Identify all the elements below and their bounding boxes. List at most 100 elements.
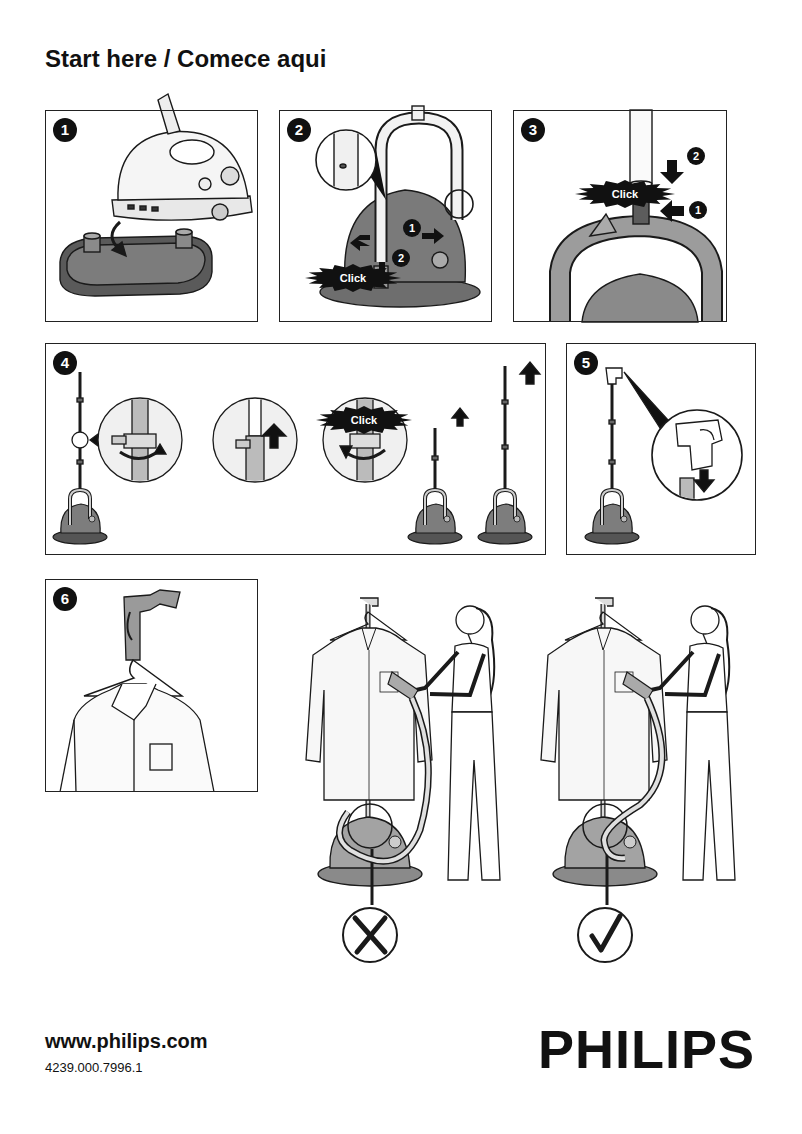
website: www.philips.com bbox=[45, 1030, 208, 1053]
telescopic-pole-step4-part bbox=[90, 434, 98, 446]
hanger-hook-step5-part bbox=[585, 490, 639, 544]
pole-insert-step3-part bbox=[560, 226, 712, 322]
stand-handle-step2-part-part bbox=[334, 126, 358, 196]
step-number: 4 bbox=[53, 351, 77, 375]
hanger-hook-step5-part-part bbox=[694, 470, 714, 492]
telescopic-pole-step4-part-part bbox=[249, 396, 261, 436]
telescopic-pole-step4-part-part bbox=[154, 444, 166, 454]
stand-handle-step2-part bbox=[422, 228, 444, 244]
tray-and-steamer-step1-part bbox=[221, 167, 239, 185]
click-label: Click bbox=[315, 414, 413, 426]
page-title: Start here / Comece aqui bbox=[45, 45, 326, 73]
click-burst: Click bbox=[304, 263, 402, 293]
telescopic-pole-step4-part-part bbox=[350, 434, 380, 448]
hanger-hook-step5-part-part bbox=[680, 478, 694, 508]
order-number: 1 bbox=[689, 201, 707, 219]
order-number-text: 2 bbox=[392, 249, 410, 267]
pole-insert-step3-part bbox=[560, 226, 712, 322]
shirt-on-hanger-step6-part bbox=[127, 612, 132, 640]
hanger-hook-step5-part bbox=[652, 410, 742, 500]
hose-wrong bbox=[339, 698, 428, 952]
telescopic-pole-step4-part-part bbox=[340, 446, 352, 458]
shirt-on-hanger-step6-part bbox=[124, 590, 180, 660]
tray-and-steamer-step1-part bbox=[199, 178, 211, 190]
telescopic-pole-step4-part-part bbox=[236, 440, 250, 448]
telescopic-pole-step4 bbox=[53, 362, 540, 544]
document-code: 4239.000.7996.1 bbox=[45, 1060, 143, 1075]
order-number-text: 2 bbox=[687, 147, 705, 165]
shirt-on-hanger-step6-part bbox=[112, 684, 156, 720]
hose-correct-part bbox=[604, 698, 662, 858]
step-number: 5 bbox=[574, 351, 598, 375]
hanger-hook-step5-part bbox=[611, 380, 614, 490]
telescopic-pole-step4-part bbox=[502, 445, 508, 449]
hose-wrong-part bbox=[355, 918, 385, 952]
burst-outline bbox=[316, 406, 412, 434]
order-number-text: 1 bbox=[403, 219, 421, 237]
hose-wrong-part bbox=[339, 698, 428, 861]
telescopic-pole-step4-part bbox=[72, 432, 88, 448]
step-number: 1 bbox=[53, 118, 77, 142]
order-number-text: 1 bbox=[689, 201, 707, 219]
tray-and-steamer-step1-part bbox=[128, 205, 134, 209]
step-panel: 2Click 1 2 bbox=[279, 110, 492, 322]
hanger-hook-step5-part-part bbox=[676, 420, 722, 470]
shirt-on-hanger-step6-part bbox=[150, 744, 172, 770]
hanger-hook-step5-part bbox=[606, 368, 622, 384]
telescopic-pole-step4-part bbox=[79, 372, 82, 490]
telescopic-pole-step4-part bbox=[504, 366, 507, 490]
telescopic-pole-step4-part-part bbox=[262, 424, 286, 448]
stand-handle-step2-part-part bbox=[340, 164, 346, 168]
click-label: Click bbox=[304, 272, 402, 284]
pole-insert-step3 bbox=[560, 110, 712, 322]
telescopic-pole-step4-part bbox=[502, 400, 508, 404]
tray-and-steamer-step1-part bbox=[212, 204, 228, 220]
tray-and-steamer-step1-part bbox=[84, 233, 100, 239]
hanger-hook-step5 bbox=[585, 368, 742, 544]
tray-and-steamer-step1-part bbox=[140, 206, 146, 210]
telescopic-pole-step4-part bbox=[236, 396, 286, 486]
order-number: 1 bbox=[403, 219, 421, 237]
telescopic-pole-step4-part bbox=[77, 398, 83, 402]
pole-insert-step3-part bbox=[660, 160, 684, 184]
step-number: 6 bbox=[53, 587, 77, 611]
telescopic-pole-step4-part bbox=[408, 490, 462, 544]
stand-handle-step2-part bbox=[432, 252, 448, 268]
shirt-on-hanger-step6 bbox=[60, 590, 214, 792]
brand-logo: PHILIPS bbox=[538, 1018, 755, 1080]
order-number: 2 bbox=[687, 147, 705, 165]
stand-handle-step2-part bbox=[412, 106, 424, 120]
illustration-part bbox=[541, 598, 735, 962]
tray-and-steamer-step1-part bbox=[118, 132, 248, 200]
hose-correct-part bbox=[592, 916, 620, 950]
hanger-hook-step5-part bbox=[676, 420, 722, 508]
tray-and-steamer-step1-part bbox=[176, 229, 192, 235]
stand-handle-step2-part bbox=[334, 126, 358, 196]
step-panel: 6 bbox=[45, 579, 258, 792]
hose-wrong-part bbox=[339, 698, 428, 861]
step-panel: 32Click1 bbox=[513, 110, 727, 322]
step-number: 2 bbox=[287, 118, 311, 142]
tray-and-steamer-step1 bbox=[60, 94, 252, 296]
stand-handle-step2-part bbox=[350, 235, 370, 251]
hanger-hook-step5-part bbox=[624, 372, 668, 428]
step-number: 3 bbox=[521, 118, 545, 142]
hanger-hook-step5-part-part bbox=[700, 430, 714, 440]
pole-insert-step3-part bbox=[590, 214, 616, 236]
step-panel: 5 bbox=[566, 343, 756, 555]
hanger-hook-step5-part bbox=[609, 420, 615, 424]
order-number: 2 bbox=[392, 249, 410, 267]
telescopic-pole-step4-part bbox=[77, 460, 83, 464]
burst-outline bbox=[305, 264, 401, 292]
hose-correct bbox=[592, 698, 662, 950]
step-panel: 4Click bbox=[45, 343, 546, 555]
telescopic-pole-step4-part bbox=[432, 456, 438, 460]
tray-and-steamer-step1-part bbox=[112, 242, 126, 256]
stand-handle-step2-part bbox=[445, 190, 473, 218]
shirt-on-hanger-step6-part bbox=[74, 684, 214, 792]
illustration-part bbox=[306, 598, 500, 962]
telescopic-pole-step4-part bbox=[478, 490, 532, 544]
telescopic-pole-step4-part bbox=[520, 362, 540, 384]
